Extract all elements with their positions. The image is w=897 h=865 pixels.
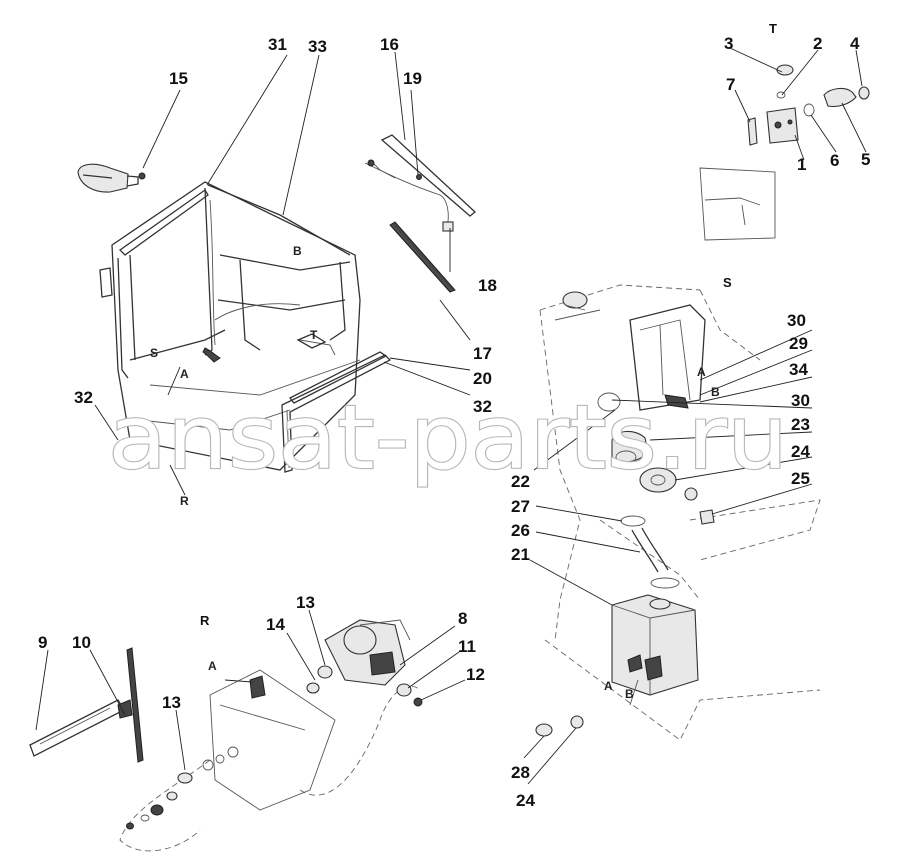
callout-8: 8	[458, 609, 467, 628]
detail-r-wiper	[29, 609, 466, 852]
callout-11: 11	[458, 637, 476, 656]
callout-31: 31	[268, 35, 287, 54]
callout-24-right: 24	[791, 442, 810, 461]
callout-16: 16	[380, 35, 399, 54]
callout-28: 28	[511, 763, 530, 782]
wiper-arm-16	[364, 134, 476, 232]
callout-20: 20	[473, 369, 492, 388]
letter-wiper-a: A	[208, 659, 217, 673]
callout-4: 4	[850, 34, 860, 53]
callout-12: 12	[466, 665, 485, 684]
letter-lower-b: B	[625, 687, 634, 701]
callout-14: 14	[266, 615, 285, 634]
callout-32-right: 32	[473, 397, 492, 416]
callout-6: 6	[830, 151, 839, 170]
letter-markers: B S T A R A B A B A	[150, 244, 720, 701]
callout-13-top: 13	[296, 593, 315, 612]
callout-25: 25	[791, 469, 810, 488]
detail-s-washer	[523, 284, 821, 785]
section-labels: T S R	[200, 21, 777, 628]
callout-labels: 1 2 3 4 5 6 7 8 9 10 11 12 13 13 14 15 1…	[38, 34, 870, 810]
watermark: ansat-parts.ru	[108, 386, 788, 489]
section-label-s: S	[723, 275, 732, 290]
callout-13-bottom: 13	[162, 693, 181, 712]
callout-17: 17	[473, 344, 492, 363]
callout-7: 7	[726, 75, 735, 94]
callout-18: 18	[478, 276, 497, 295]
letter-tank-b: B	[711, 385, 720, 399]
wiper-blade-18	[389, 221, 456, 293]
letter-cab-r: R	[180, 494, 189, 508]
letter-cab-a: A	[180, 367, 189, 381]
callout-29: 29	[789, 334, 808, 353]
callout-32-left: 32	[74, 388, 93, 407]
section-label-t: T	[769, 21, 777, 36]
callout-15: 15	[169, 69, 188, 88]
callout-5: 5	[861, 150, 870, 169]
callout-21: 21	[511, 545, 530, 564]
section-label-r: R	[200, 613, 210, 628]
letter-cab-b: B	[293, 244, 302, 258]
cab-frame	[99, 181, 361, 471]
callout-24-bottom: 24	[516, 791, 535, 810]
callout-2: 2	[813, 34, 822, 53]
callout-19: 19	[403, 69, 422, 88]
wiper-motor-15	[77, 163, 146, 193]
callout-9: 9	[38, 633, 47, 652]
callout-33: 33	[308, 37, 327, 56]
letter-lower-a: A	[604, 679, 613, 693]
callout-27: 27	[511, 497, 530, 516]
callout-22: 22	[511, 472, 530, 491]
callout-3: 3	[724, 34, 733, 53]
callout-23: 23	[791, 415, 810, 434]
callout-10: 10	[72, 633, 91, 652]
detail-t-bracket	[699, 47, 870, 241]
callout-1: 1	[797, 155, 806, 174]
cab-leader-lines	[94, 51, 471, 496]
door-frame	[281, 351, 392, 473]
callout-34: 34	[789, 360, 808, 379]
callout-30-mid: 30	[791, 391, 810, 410]
letter-tank-a: A	[697, 365, 706, 379]
callout-26: 26	[511, 521, 530, 540]
letter-cab-t: T	[310, 328, 318, 342]
callout-30-top: 30	[787, 311, 806, 330]
letter-cab-s: S	[150, 346, 158, 360]
